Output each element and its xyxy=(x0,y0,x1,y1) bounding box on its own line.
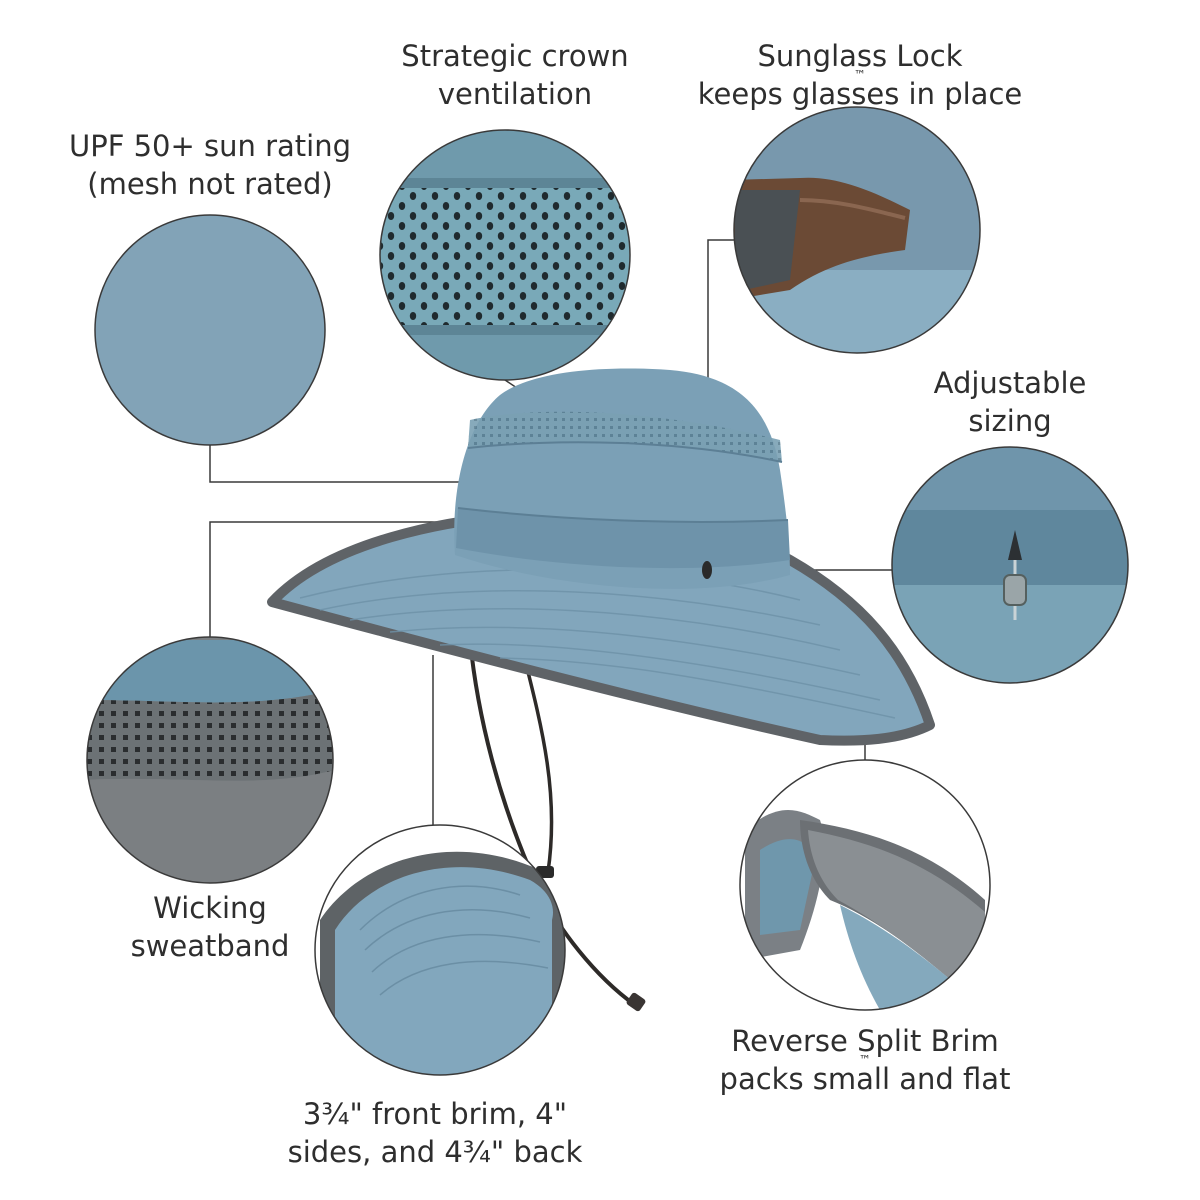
sweatband-closeup xyxy=(87,637,333,883)
crown-ventilation-line1: Strategic crown xyxy=(401,39,629,73)
wicking-sweatband-line2: sweatband xyxy=(130,929,290,963)
sunglass-lock-line1: Sunglass Lock xyxy=(757,39,963,73)
split-brim-line1: Reverse Split Brim xyxy=(731,1024,999,1058)
wicking-sweatband-line1: Wicking xyxy=(153,891,267,925)
sunglass-lock-line2: keeps glasses in place xyxy=(697,77,1023,111)
split-brim-closeup xyxy=(740,760,990,1010)
brim-sizes-line1: 3¾" front brim, 4" xyxy=(302,1097,568,1131)
sizing-closeup xyxy=(892,447,1128,683)
upf-rating-line1: UPF 50+ sun rating xyxy=(68,129,352,163)
adjustable-sizing-label: Adjustable sizing xyxy=(900,364,1120,440)
ventilation-closeup xyxy=(380,130,630,380)
fabric-closeup xyxy=(95,215,325,445)
brim-sizes-line2: sides, and 4¾" back xyxy=(287,1135,583,1169)
sunglass-closeup xyxy=(734,107,980,353)
wicking-sweatband-label: Wicking sweatband xyxy=(100,889,320,965)
brim-closeup xyxy=(315,825,565,1075)
adjustable-sizing-line1: Adjustable xyxy=(933,366,1087,400)
crown-ventilation-line2: ventilation xyxy=(437,77,593,111)
hat xyxy=(267,368,935,1012)
brim-sizes-label: 3¾" front brim, 4" sides, and 4¾" back xyxy=(260,1095,610,1171)
adjustable-sizing-line2: sizing xyxy=(968,404,1052,438)
upf-rating-line2: (mesh not rated) xyxy=(87,167,333,201)
upf-rating-label: UPF 50+ sun rating (mesh not rated) xyxy=(40,127,380,203)
crown-ventilation-label: Strategic crown ventilation xyxy=(350,37,680,113)
split-brim-line2: packs small and flat xyxy=(719,1062,1011,1096)
